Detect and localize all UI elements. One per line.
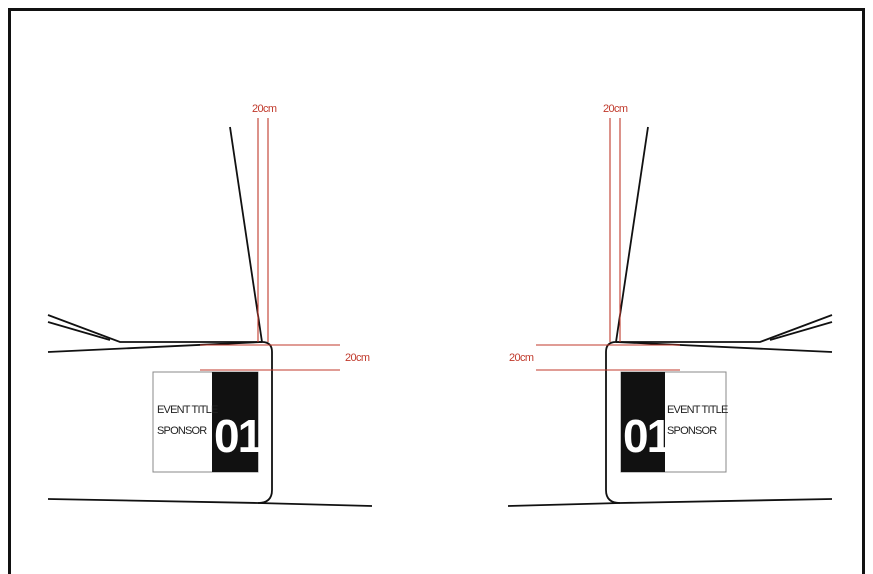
diagram-frame bbox=[8, 8, 865, 574]
right-belt-line bbox=[615, 341, 833, 353]
left-view: 20cm 20cm EVENT TITLE SPONSOR 01 bbox=[47, 103, 373, 507]
right-view: 20cm 20cm 01 EVENT TITLE SPONSOR bbox=[507, 103, 833, 507]
left-plate-title: EVENT TITLE bbox=[157, 404, 218, 416]
right-dimension-lines bbox=[536, 118, 680, 371]
left-mirror-lower bbox=[47, 321, 111, 341]
left-door-edge bbox=[257, 341, 273, 504]
left-plate-sponsor: SPONSOR bbox=[157, 425, 207, 437]
left-sill-line bbox=[47, 498, 373, 507]
right-dim-side-label: 20cm bbox=[509, 352, 534, 364]
right-mirror-upper bbox=[616, 314, 833, 343]
right-number-plate: 01 EVENT TITLE SPONSOR bbox=[620, 371, 729, 473]
left-plate-number: 01 bbox=[214, 410, 263, 462]
right-plate-sponsor: SPONSOR bbox=[667, 425, 717, 437]
left-windscreen-pillar bbox=[229, 126, 263, 343]
left-plate-number-panel bbox=[212, 372, 258, 472]
right-plate-title: EVENT TITLE bbox=[667, 404, 728, 416]
left-belt-line bbox=[47, 341, 263, 353]
left-mirror-upper bbox=[47, 314, 262, 343]
left-car-outline bbox=[47, 126, 373, 507]
right-windscreen-pillar bbox=[615, 126, 649, 343]
left-dim-top-label: 20cm bbox=[252, 103, 277, 115]
left-number-plate: EVENT TITLE SPONSOR 01 bbox=[152, 371, 265, 473]
right-car-outline bbox=[507, 126, 833, 507]
right-plate-number: 01 bbox=[623, 410, 672, 462]
right-door-edge bbox=[605, 341, 621, 504]
left-dim-side-label: 20cm bbox=[345, 352, 370, 364]
right-mirror-lower bbox=[769, 321, 833, 341]
right-sill-line bbox=[507, 498, 833, 507]
right-plate-number-panel bbox=[621, 372, 665, 472]
left-dimension-lines bbox=[200, 118, 340, 371]
right-dim-top-label: 20cm bbox=[603, 103, 628, 115]
